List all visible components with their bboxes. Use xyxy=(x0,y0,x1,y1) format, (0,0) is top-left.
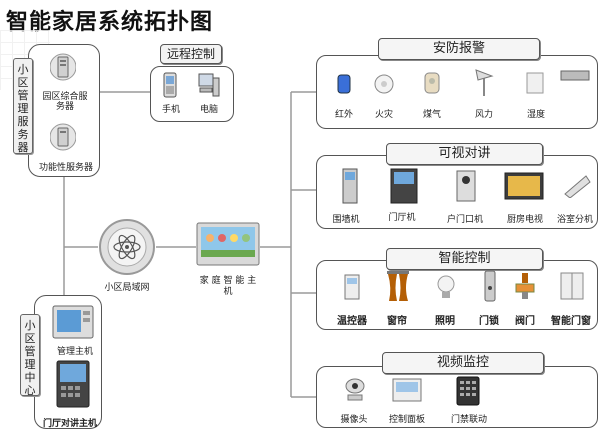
network-hub-icon xyxy=(98,218,156,280)
item-label: 户门口机 xyxy=(446,215,483,225)
security-alarm-tab: 安防报警 xyxy=(378,38,540,60)
server-icon xyxy=(49,122,77,156)
phone-label: 手机 xyxy=(161,105,180,115)
door-intercom-host-icon xyxy=(56,360,90,412)
kitchen-tv-icon xyxy=(504,172,544,204)
camera-icon xyxy=(342,376,368,406)
smoke-detector-icon xyxy=(374,74,394,98)
thermostat-icon xyxy=(344,274,360,304)
access-keypad-icon xyxy=(456,376,480,410)
item-label: 控制面板 xyxy=(388,415,425,425)
phone-icon xyxy=(163,72,177,102)
management-host-label: 管理主机 xyxy=(56,347,93,357)
item-label: 厨房电视 xyxy=(506,215,543,225)
door-intercom-host-label: 门厅对讲主机 xyxy=(42,419,97,429)
infrared-sensor-icon xyxy=(336,74,352,98)
item-label: 门锁 xyxy=(479,316,499,327)
management-host-icon xyxy=(52,305,94,343)
computer-label: 电脑 xyxy=(199,105,218,115)
item-label: 智能门窗 xyxy=(551,316,591,327)
community-server-label: 小区管理服务器 xyxy=(13,58,33,154)
door-lock-icon xyxy=(484,270,496,306)
item-label: 照明 xyxy=(435,316,455,327)
server2-label: 功能性服务器 xyxy=(38,163,93,173)
item-label: 浴室分机 xyxy=(556,215,593,225)
item-label: 阀门 xyxy=(515,316,535,327)
security-alarm-box xyxy=(316,55,598,129)
item-label: 红外 xyxy=(334,110,353,120)
smart-control-tab: 智能控制 xyxy=(386,248,543,270)
light-bulb-icon xyxy=(436,274,456,306)
gas-detector-icon xyxy=(423,72,441,98)
item-label: 门禁联动 xyxy=(450,415,487,425)
curtain-icon xyxy=(386,270,410,306)
video-surveillance-tab: 视频监控 xyxy=(382,352,544,374)
smart-window-icon xyxy=(560,272,584,304)
home-host-label: 家 庭 智 能 主 机 xyxy=(199,276,257,297)
management-center-label: 小区管理中心 xyxy=(20,314,40,397)
smart-control-box xyxy=(316,260,598,330)
control-panel-icon xyxy=(392,378,422,406)
video-intercom-tab: 可视对讲 xyxy=(386,143,543,165)
remote-control-tab: 远程控制 xyxy=(160,44,222,64)
server-icon xyxy=(49,50,77,88)
lobby-unit-icon xyxy=(390,168,418,208)
wind-sensor-icon xyxy=(472,66,496,100)
video-surveillance-box xyxy=(316,366,598,428)
bathroom-unit-icon xyxy=(562,172,592,202)
item-label: 风力 xyxy=(474,110,493,120)
wall-unit-icon xyxy=(342,168,358,208)
item-label: 窗帘 xyxy=(387,316,407,327)
computer-icon xyxy=(198,72,220,102)
magnetic-lock-icon xyxy=(560,68,590,87)
home-host-icon xyxy=(196,222,260,270)
valve-icon xyxy=(514,272,536,304)
humidity-sensor-icon xyxy=(526,72,544,98)
item-label: 摄像头 xyxy=(340,415,368,425)
server1-label: 园区综合服 务器 xyxy=(42,92,88,112)
item-label: 围墙机 xyxy=(332,215,360,225)
network-label: 小区局域网 xyxy=(104,283,150,293)
item-label: 温控器 xyxy=(337,316,367,327)
item-label: 湿度 xyxy=(526,110,545,120)
door-station-icon xyxy=(456,170,476,206)
item-label: 门厅机 xyxy=(388,213,416,223)
item-label: 煤气 xyxy=(422,110,441,120)
item-label: 火灾 xyxy=(374,110,393,120)
